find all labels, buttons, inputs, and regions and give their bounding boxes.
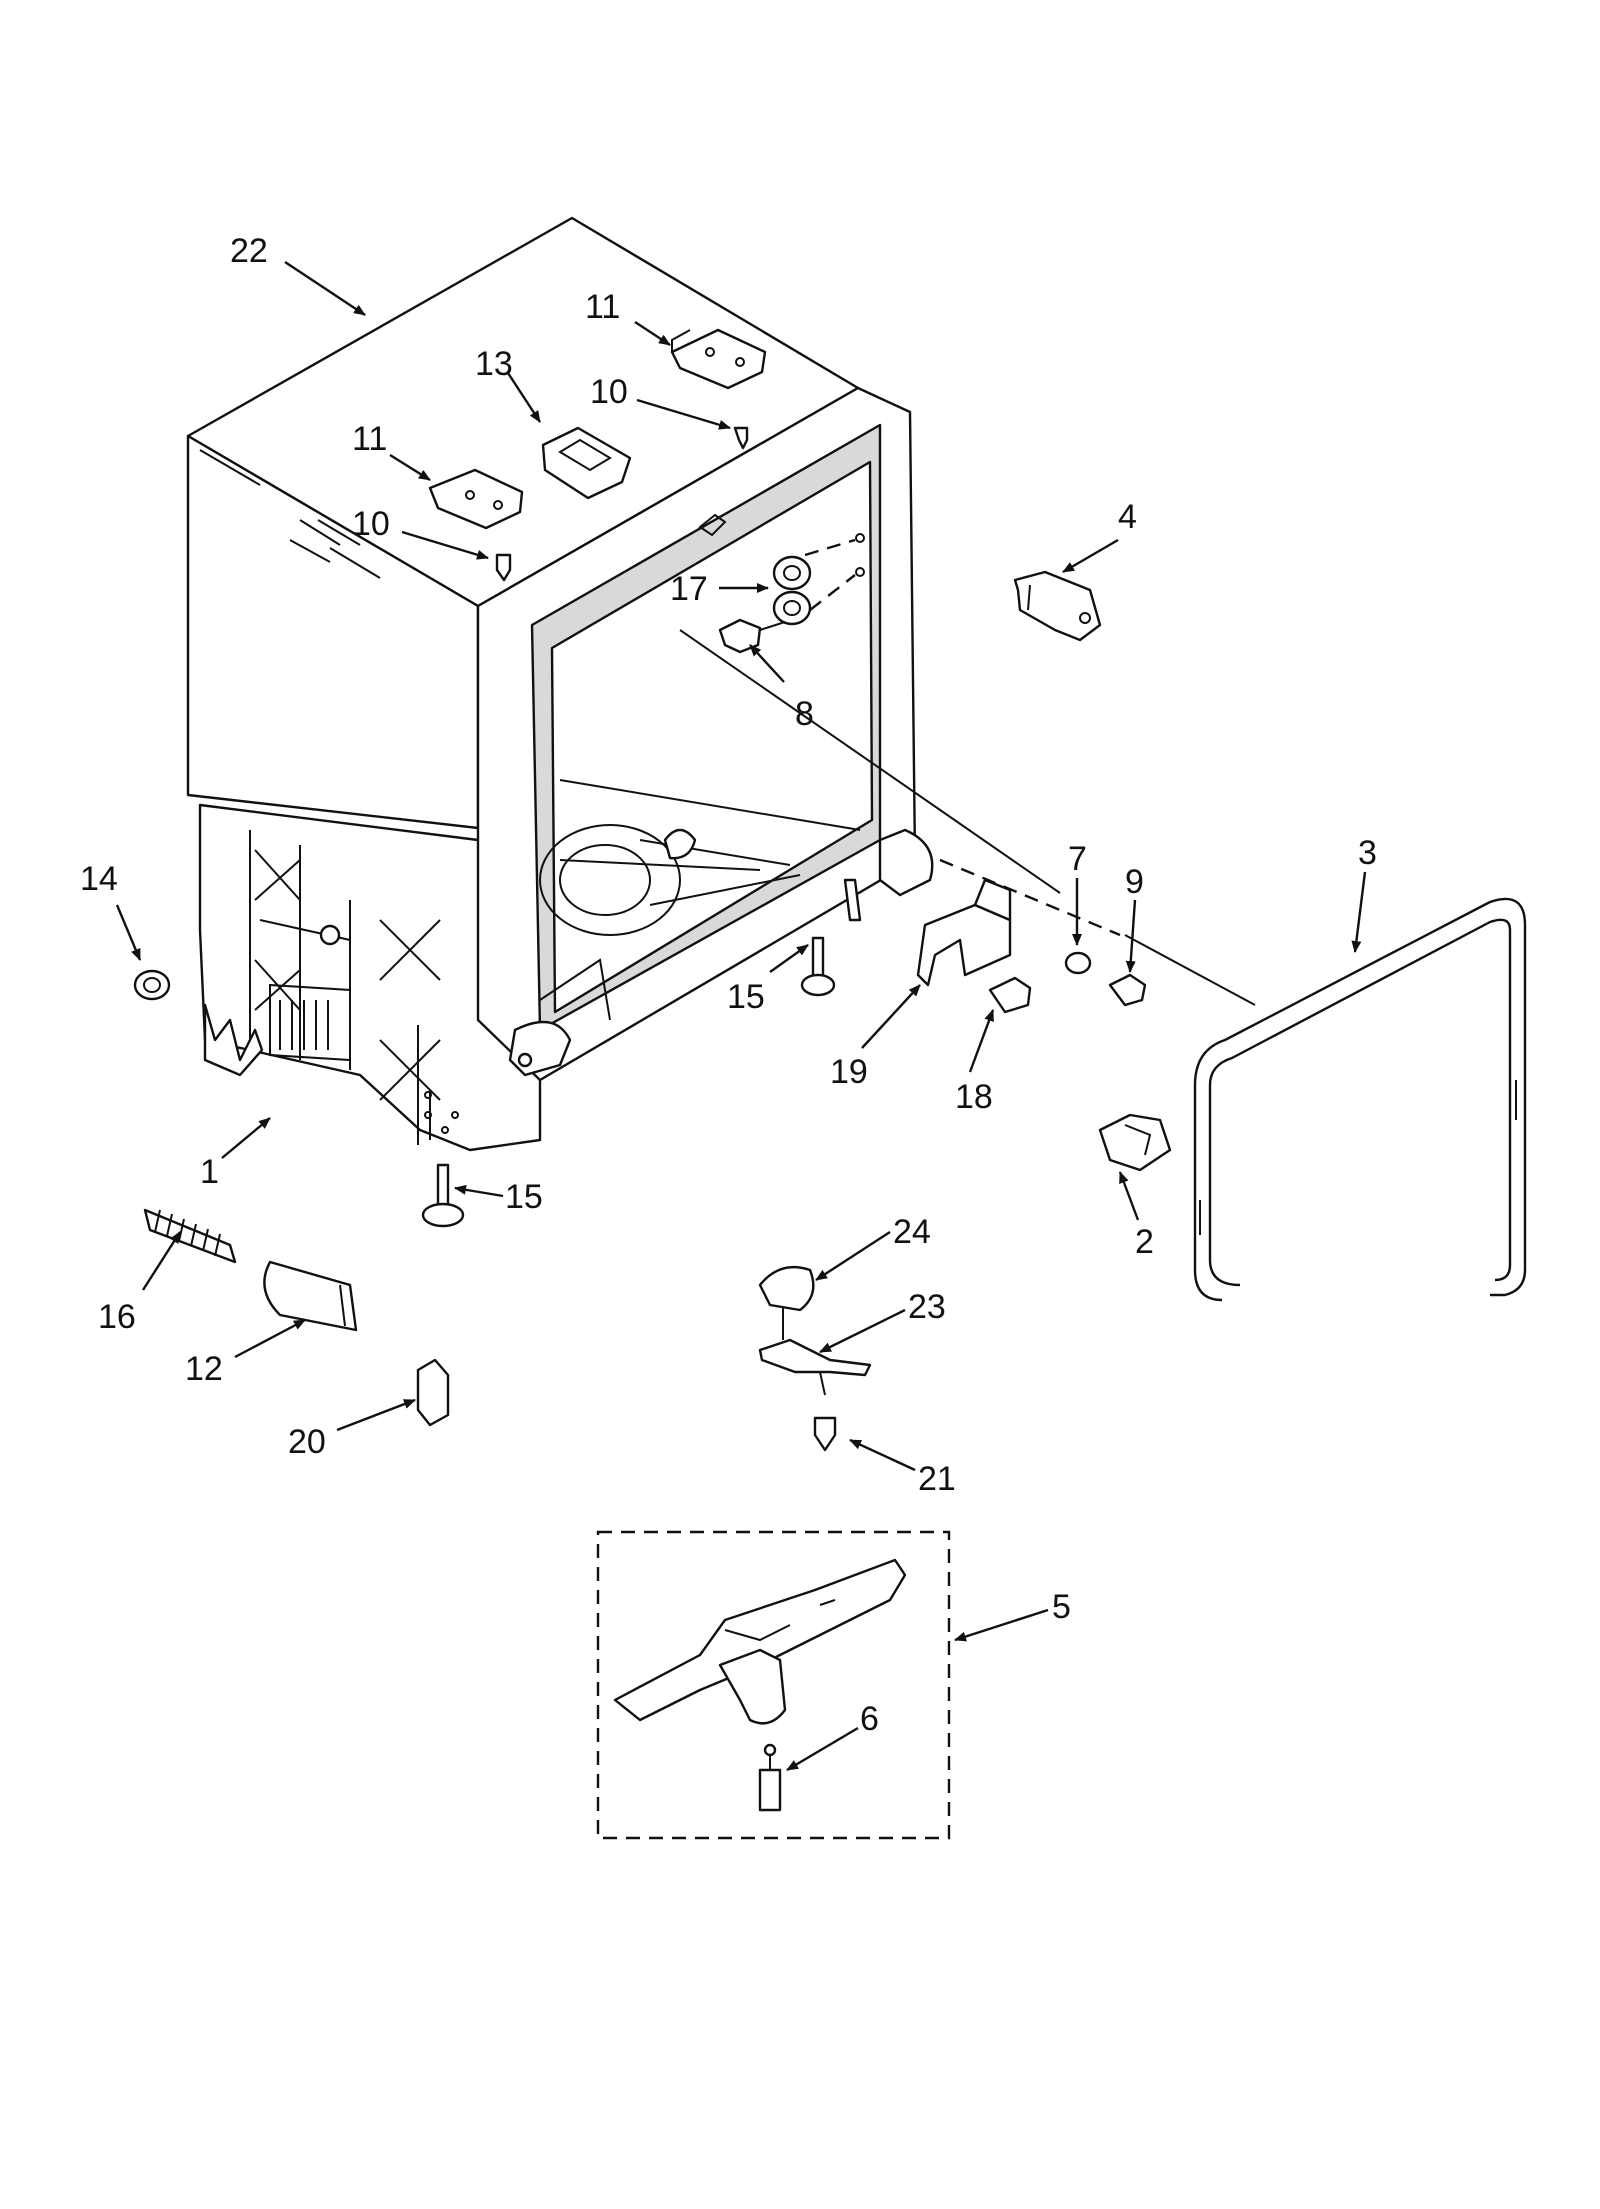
- callout-3: 3: [1358, 834, 1377, 872]
- callout-11-left: 11: [352, 420, 387, 458]
- callout-15-lower: 15: [505, 1178, 543, 1216]
- leveling-leg-15-upper: [800, 936, 836, 997]
- callout-10-top: 10: [590, 373, 628, 411]
- callout-12: 12: [185, 1350, 223, 1388]
- hinge-bracket-11-right: [670, 328, 767, 390]
- bracket-23: [758, 1338, 872, 1377]
- sensor-24: [758, 1265, 815, 1340]
- callout-21: 21: [918, 1460, 956, 1498]
- callout-13: 13: [475, 345, 513, 383]
- callout-4: 4: [1118, 498, 1137, 536]
- clip-13: [541, 426, 632, 500]
- door-gasket-3: [1193, 897, 1527, 1302]
- callout-5: 5: [1052, 1588, 1071, 1626]
- bracket-19: [916, 903, 1012, 987]
- screw-10-right: [733, 426, 749, 450]
- callout-19: 19: [830, 1053, 868, 1091]
- callout-23: 23: [908, 1288, 946, 1326]
- washer-7: [1064, 951, 1092, 975]
- callout-7: 7: [1068, 840, 1087, 878]
- grommet-14: [133, 969, 171, 1001]
- callout-16: 16: [98, 1298, 136, 1336]
- tub-assembly: [186, 216, 934, 1152]
- callout-22: 22: [230, 232, 268, 270]
- rollers-17: [772, 555, 812, 626]
- callout-6: 6: [860, 1700, 879, 1738]
- assembly-group-frame: [596, 1530, 951, 1840]
- clip-20: [416, 1358, 450, 1427]
- bracket-4: [1013, 570, 1102, 642]
- callout-1: 1: [200, 1153, 219, 1191]
- clip-2: [1098, 1113, 1172, 1172]
- pad-12: [263, 1260, 358, 1332]
- callout-24: 24: [893, 1213, 931, 1251]
- callout-15-upper: 15: [727, 978, 765, 1016]
- callout-17: 17: [670, 570, 708, 608]
- callout-20: 20: [288, 1423, 326, 1461]
- screw-18: [988, 976, 1032, 1014]
- screw-21: [813, 1416, 837, 1452]
- callout-labels: 22 11 13 10 11 10 4 17 8 14 7 9 3 15 19 …: [80, 232, 1377, 1738]
- hub-6: [758, 1743, 782, 1812]
- callout-arrows: [115, 260, 1367, 1772]
- callout-14: 14: [80, 860, 118, 898]
- callout-2: 2: [1135, 1223, 1154, 1261]
- callout-9: 9: [1125, 863, 1144, 901]
- hinge-bracket-11-left: [428, 468, 524, 530]
- callout-11-top: 11: [585, 288, 620, 326]
- screw-9: [1108, 973, 1147, 1007]
- callout-10-left: 10: [352, 505, 390, 543]
- callout-18: 18: [955, 1078, 993, 1116]
- spray-arm-5: [613, 1558, 907, 1725]
- callout-8: 8: [795, 695, 814, 733]
- leveling-leg-15-lower: [421, 1163, 465, 1228]
- screw-10-left: [495, 553, 512, 582]
- spring-16: [143, 1208, 237, 1264]
